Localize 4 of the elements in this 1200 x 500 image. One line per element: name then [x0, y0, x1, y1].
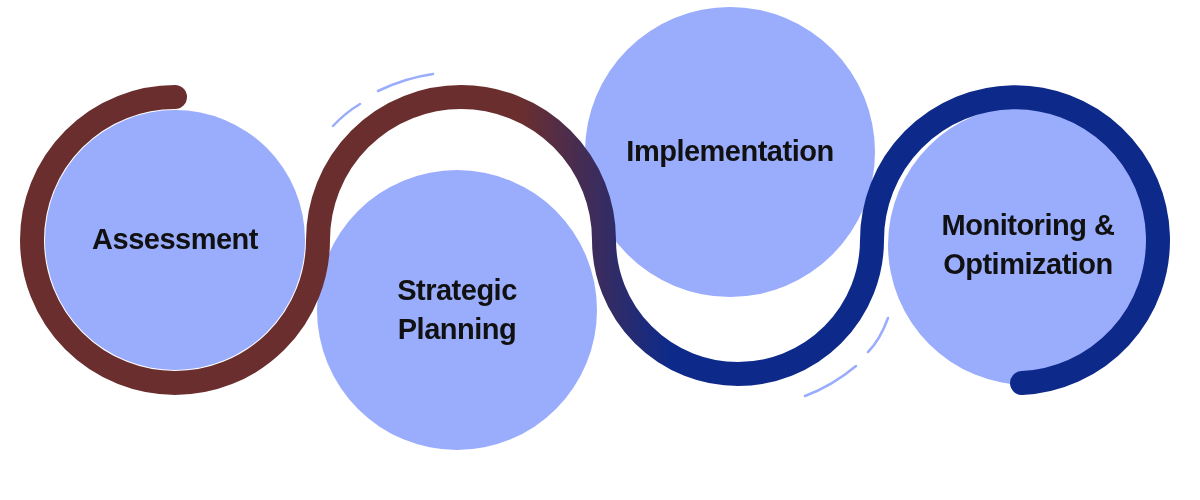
- step-label: Implementation: [626, 134, 834, 170]
- step-label: Assessment: [92, 222, 258, 258]
- step-label: Monitoring & Optimization: [940, 207, 1116, 282]
- step-label: Strategic Planning: [396, 272, 518, 347]
